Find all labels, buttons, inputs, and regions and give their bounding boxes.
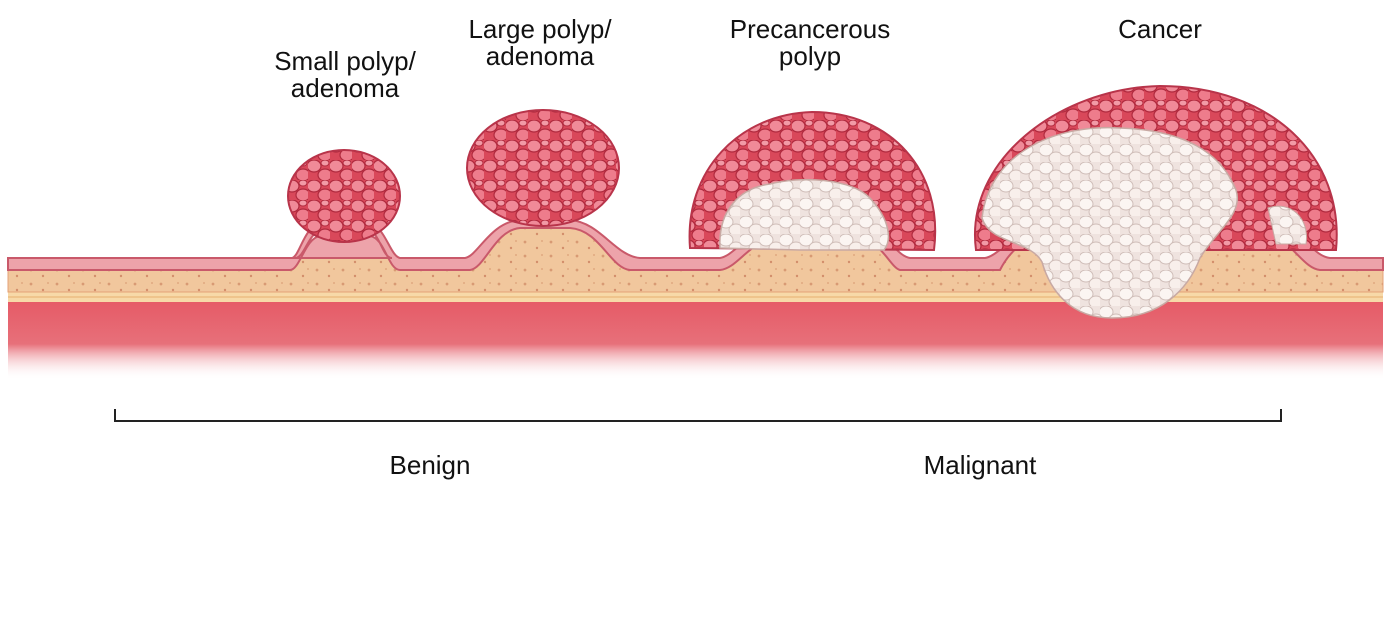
label-cancer: Cancer xyxy=(1100,16,1220,43)
benign-malignant-bracket xyxy=(115,409,1281,421)
large-polyp-icon xyxy=(467,110,619,226)
label-large-polyp: Large polyp/ adenoma xyxy=(450,16,630,70)
label-malignant: Malignant xyxy=(880,452,1080,479)
label-precancerous-polyp: Precancerous polyp xyxy=(700,16,920,70)
precancerous-polyp-icon xyxy=(690,112,936,250)
small-polyp-icon xyxy=(288,150,400,242)
label-benign: Benign xyxy=(340,452,520,479)
label-small-polyp: Small polyp/ adenoma xyxy=(250,48,440,102)
muscle-layer xyxy=(8,300,1383,380)
